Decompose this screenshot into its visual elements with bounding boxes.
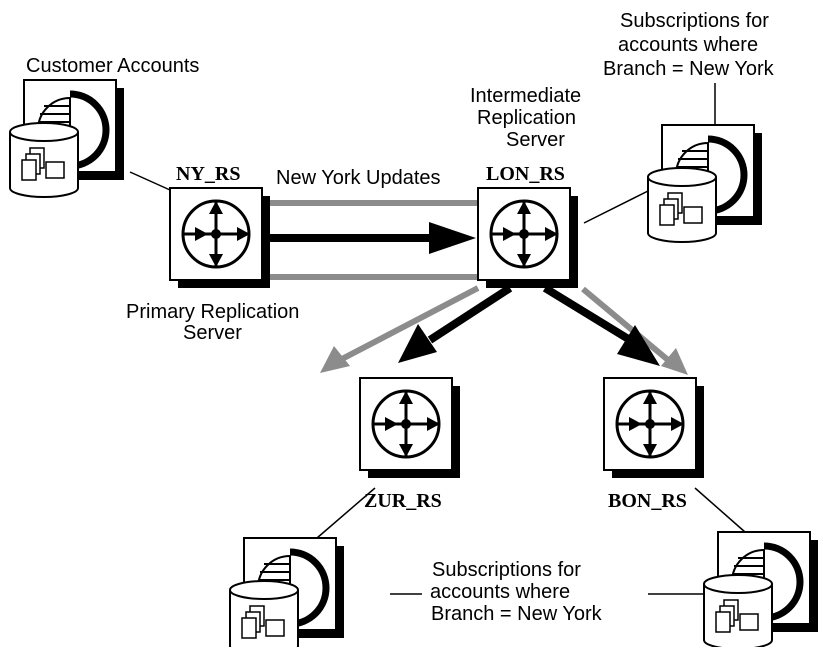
primary-server-label: Primary Replication Server <box>126 301 299 344</box>
svg-text:Branch = New York: Branch = New York <box>431 603 603 625</box>
svg-text:Subscriptions for: Subscriptions for <box>620 10 769 32</box>
zur-server-icon <box>358 376 462 480</box>
customer-accounts-label: Customer Accounts <box>26 55 199 77</box>
svg-text:Intermediate: Intermediate <box>470 85 581 107</box>
lon-server-icon <box>476 186 580 290</box>
server-label-ny: NY_RS <box>176 163 240 185</box>
svg-text:accounts where: accounts where <box>618 34 758 56</box>
subscriptions-top-label: Subscriptions for accounts where Branch … <box>603 10 775 80</box>
server-label-lon: LON_RS <box>486 163 565 185</box>
database-icon <box>230 538 344 647</box>
database-icon <box>704 532 818 647</box>
database-icon <box>10 80 124 197</box>
server-label-zur: ZUR_RS <box>364 490 442 512</box>
black-arrows <box>270 222 660 366</box>
ny-server-icon <box>168 186 272 290</box>
svg-text:Branch = New York: Branch = New York <box>603 58 775 80</box>
database-icon <box>648 125 762 242</box>
connector-lines <box>129 83 746 595</box>
svg-text:Primary Replication: Primary Replication <box>126 301 299 323</box>
bon-server-icon <box>602 376 706 480</box>
updates-label: New York Updates <box>276 167 441 189</box>
server-label-bon: BON_RS <box>608 490 687 512</box>
svg-text:accounts where: accounts where <box>430 581 570 603</box>
subscriptions-bottom-label: Subscriptions for accounts where Branch … <box>430 559 603 625</box>
data-paths <box>270 200 670 363</box>
intermediate-server-label: Intermediate Replication Server <box>470 85 581 151</box>
svg-text:Replication: Replication <box>477 107 576 129</box>
gray-arrowheads <box>320 346 688 375</box>
svg-text:Server: Server <box>183 322 242 344</box>
svg-text:Server: Server <box>506 129 565 151</box>
svg-text:Subscriptions for: Subscriptions for <box>432 559 581 581</box>
